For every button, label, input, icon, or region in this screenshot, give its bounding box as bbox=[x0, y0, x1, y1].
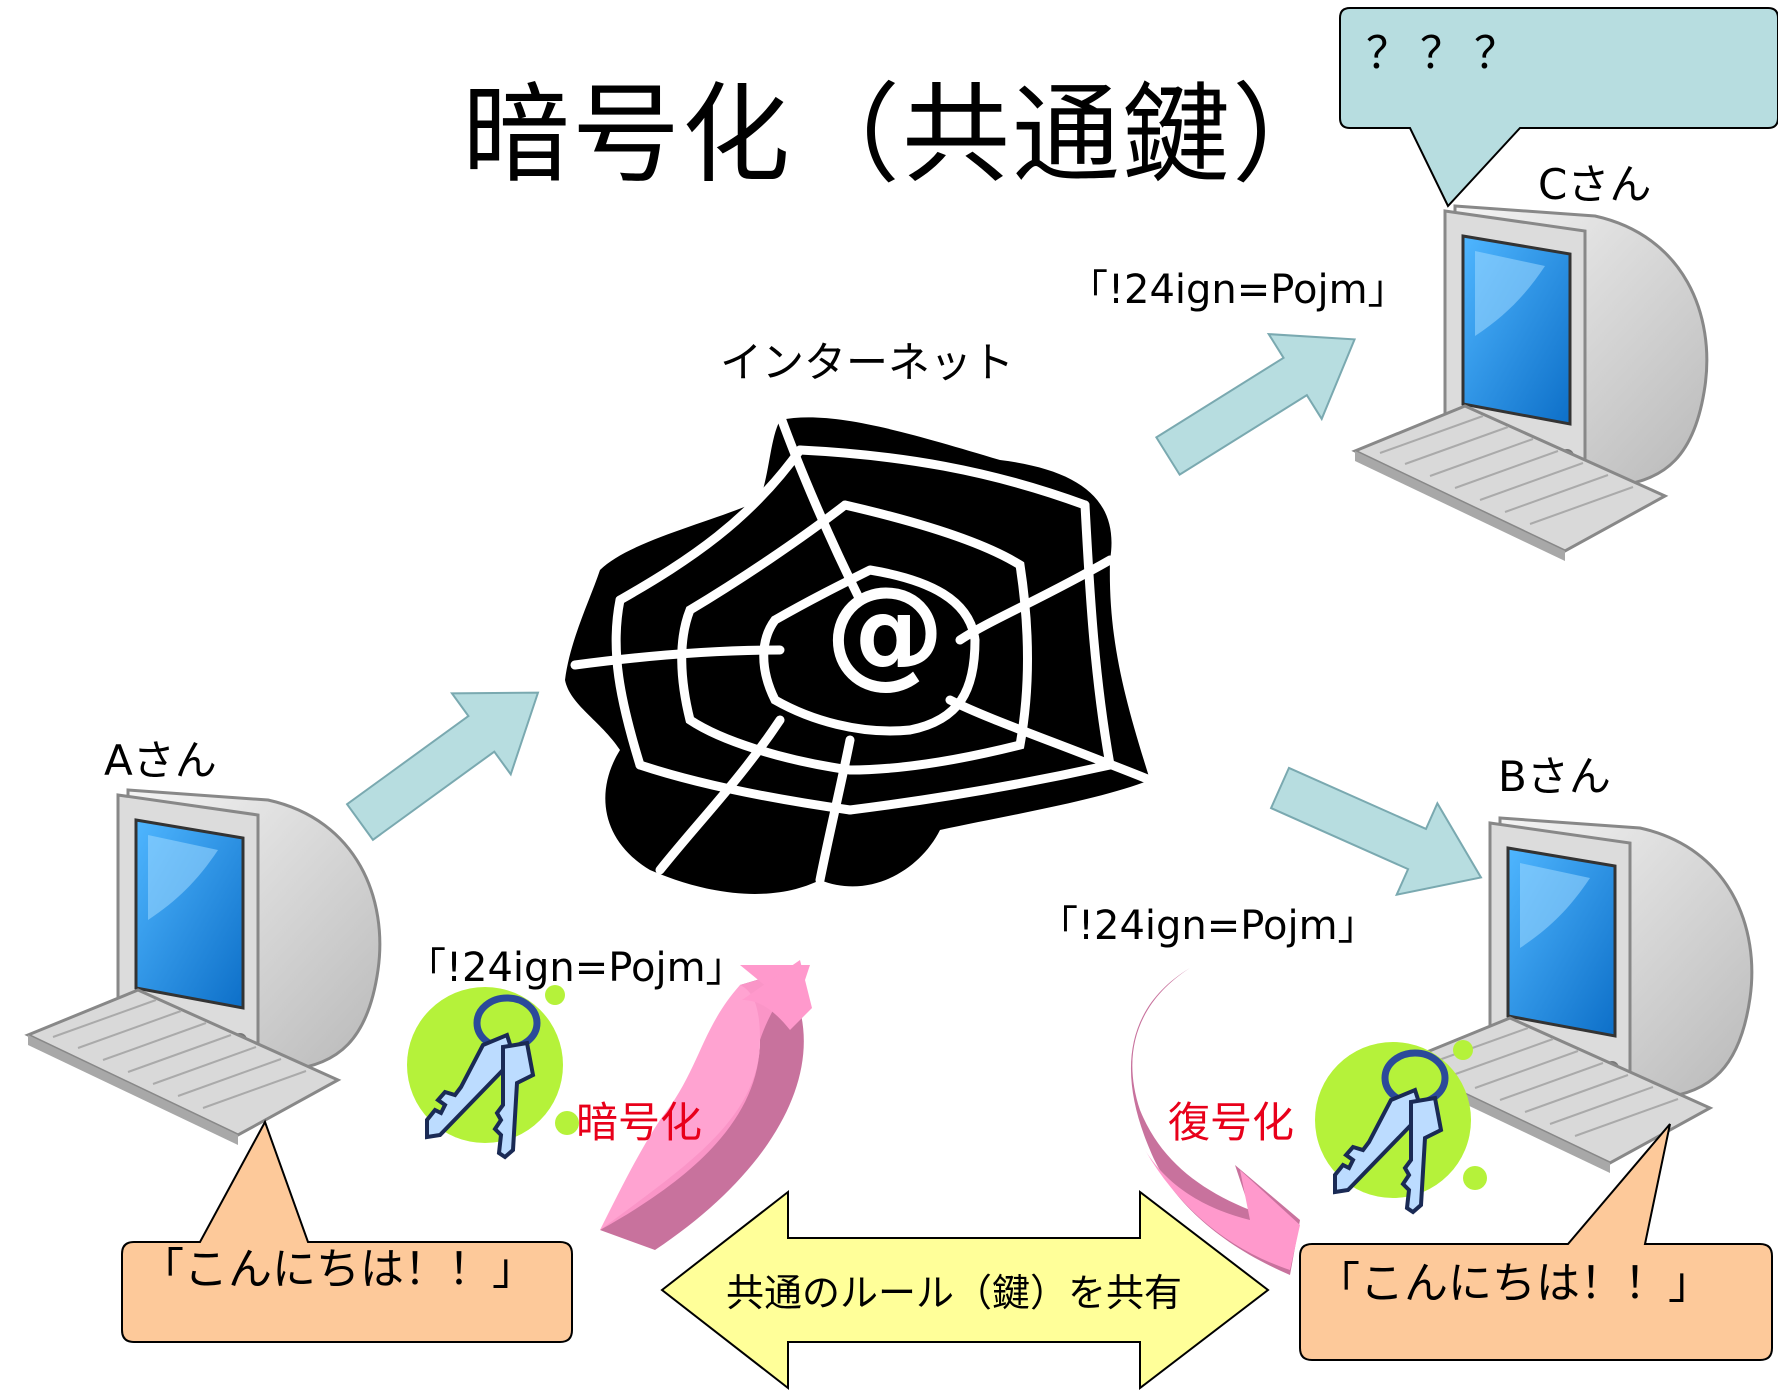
arrow-internet-to-b-icon bbox=[1269, 766, 1483, 897]
person-c-label: Cさん bbox=[1538, 160, 1652, 209]
internet-label: インターネット bbox=[720, 338, 1015, 387]
ciphertext-from-a: 「!24ign=Pojm」 bbox=[406, 945, 746, 991]
key-a-icon bbox=[407, 985, 579, 1157]
page-title: 暗号化（共通鍵） bbox=[462, 73, 1343, 198]
message-a: 「こんにちは！！」 bbox=[140, 1244, 536, 1295]
computer-a-icon bbox=[26, 788, 382, 1147]
encrypt-arrow-icon bbox=[600, 960, 812, 1250]
at-symbol: @ bbox=[825, 562, 945, 701]
person-a-label: Aさん bbox=[104, 736, 217, 785]
arrow-a-to-internet-icon bbox=[345, 691, 540, 842]
shared-key-note: 共通のルール（鍵）を共有 bbox=[726, 1271, 1183, 1315]
internet-web-icon: @ bbox=[565, 410, 1155, 894]
encrypt-label: 暗号化 bbox=[576, 1098, 703, 1147]
shared-key-arrow-icon bbox=[660, 1189, 1270, 1391]
bubble-b bbox=[1299, 1123, 1773, 1361]
ciphertext-to-c: 「!24ign=Pojm」 bbox=[1068, 267, 1408, 313]
message-c: ？？？ bbox=[1366, 28, 1528, 79]
decrypt-arrow-icon bbox=[1130, 968, 1300, 1275]
decrypt-label: 復号化 bbox=[1168, 1098, 1295, 1147]
person-b-label: Bさん bbox=[1498, 752, 1611, 801]
bubble-a bbox=[121, 1119, 573, 1343]
ciphertext-to-b: 「!24ign=Pojm」 bbox=[1038, 903, 1378, 949]
arrow-internet-to-c-icon bbox=[1154, 332, 1357, 477]
message-b: 「こんにちは！！」 bbox=[1316, 1258, 1712, 1309]
computer-c-icon bbox=[1353, 204, 1709, 563]
bubble-c bbox=[1339, 7, 1778, 208]
